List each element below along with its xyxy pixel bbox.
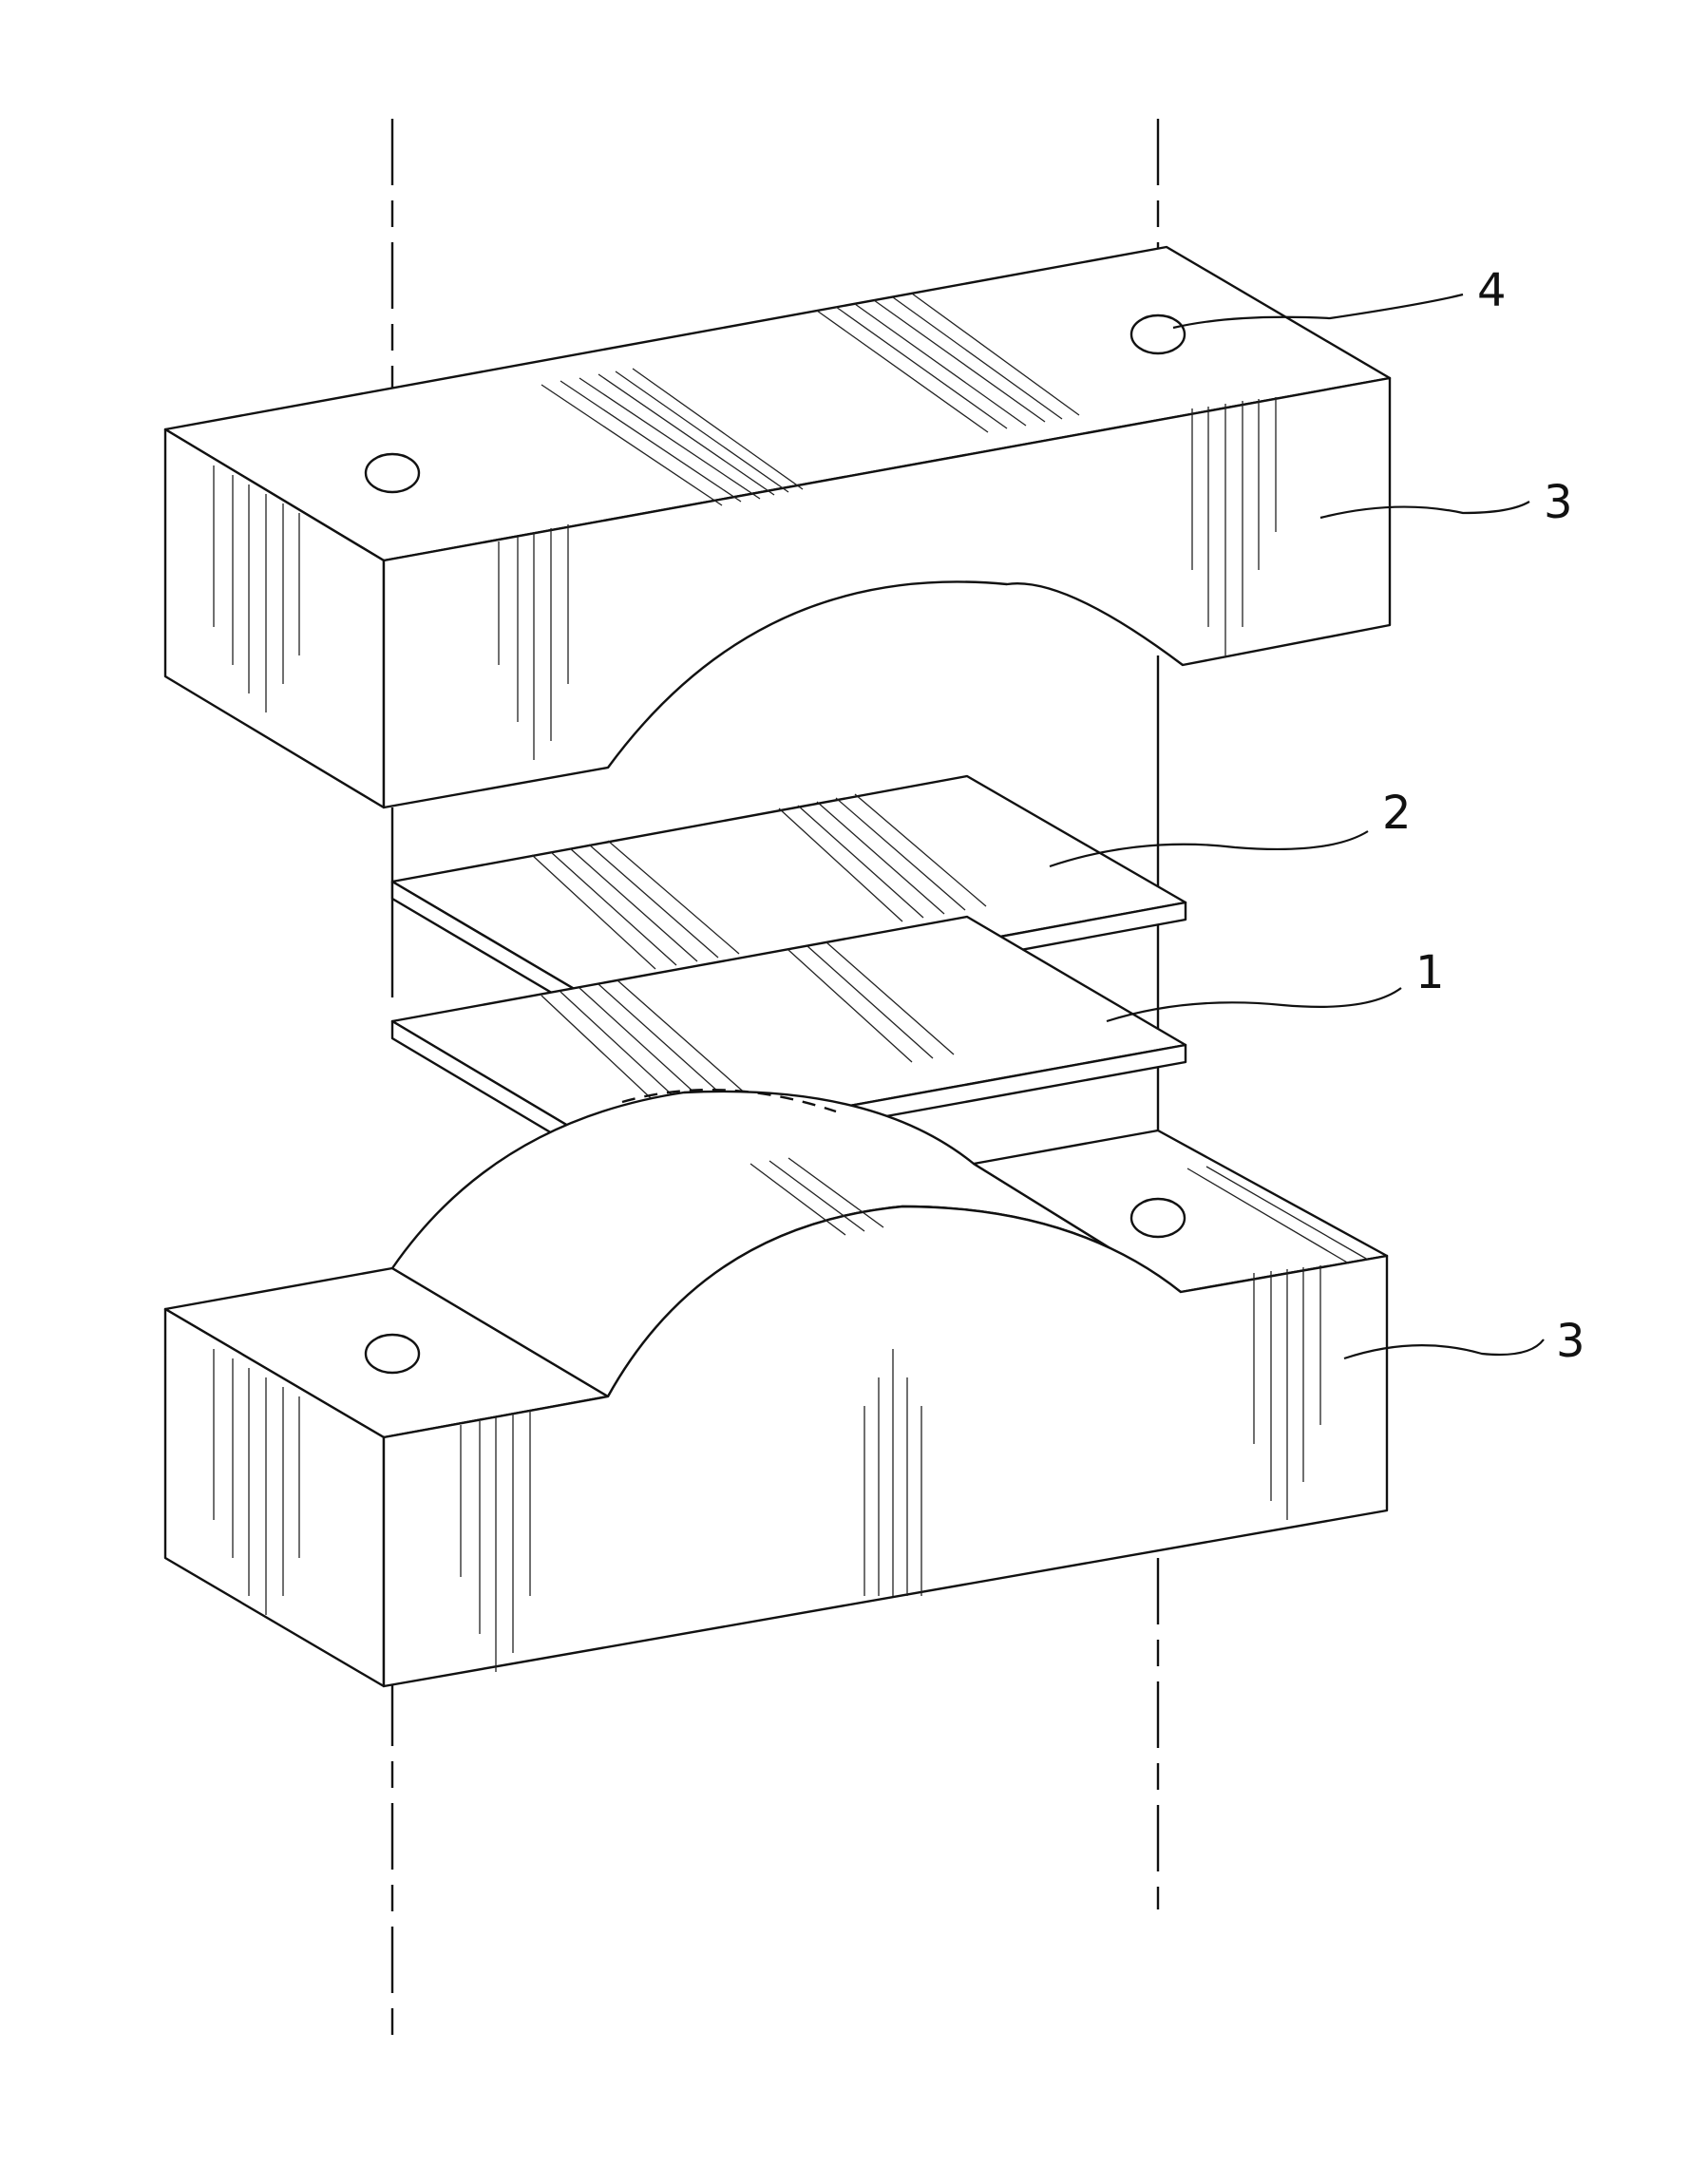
label-upper-block: 3 <box>1544 476 1573 529</box>
label-second-plate: 2 <box>1382 787 1412 840</box>
label-first-plate: 1 <box>1415 946 1445 999</box>
reference-numerals: 4 3 2 1 3 <box>1382 264 1585 1368</box>
label-hole: 4 <box>1477 264 1507 317</box>
lower-hole-right <box>1131 1199 1185 1237</box>
upper-block <box>165 247 1390 807</box>
lower-hole-left <box>366 1335 419 1373</box>
label-lower-block: 3 <box>1556 1315 1585 1368</box>
leader-first-plate <box>1107 988 1401 1021</box>
upper-hole-left <box>366 454 419 492</box>
lower-block <box>165 1090 1387 1686</box>
upper-hole-right <box>1131 315 1185 353</box>
